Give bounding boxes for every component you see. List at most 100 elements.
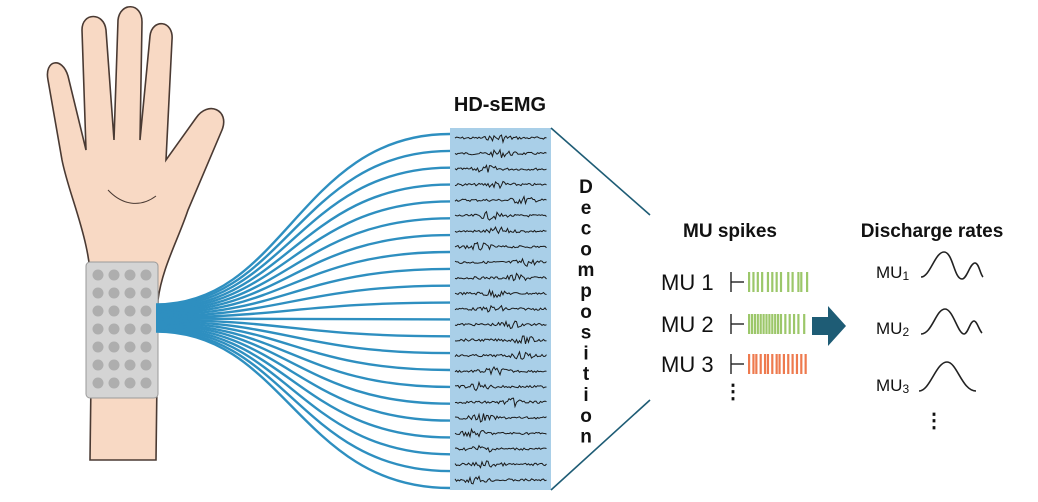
cable-line — [155, 284, 451, 318]
emg-trace — [454, 350, 547, 360]
emg-trace — [454, 319, 547, 330]
decomposition-letter: t — [583, 364, 590, 385]
cable-line — [155, 267, 451, 316]
cable-line — [155, 320, 451, 355]
electrode-dot — [92, 269, 104, 281]
emg-trace — [454, 397, 547, 409]
mu-spike-bar — [779, 272, 783, 292]
cable-line — [155, 329, 451, 473]
mu-spike-row: MU 3 — [661, 352, 807, 377]
electrode-grid-icon — [85, 261, 159, 399]
mu-spike-bar — [800, 272, 803, 292]
emg-trace — [454, 257, 547, 268]
emg-trace — [454, 304, 547, 313]
cable-line — [155, 318, 451, 338]
mu-spike-bar — [800, 354, 803, 374]
discharge-rate-row: MU2 — [876, 308, 983, 339]
emg-trace — [454, 444, 547, 453]
mu-spike-bar — [759, 314, 762, 334]
electrode-dot — [92, 305, 104, 317]
cable-line — [155, 325, 451, 422]
mu-spike-bar — [755, 354, 758, 374]
discharge-rate-label: MU2 — [876, 319, 909, 339]
decomposition-letter: n — [580, 427, 592, 448]
decomposition-letter: o — [580, 239, 592, 260]
discharge-rate-curve — [920, 251, 984, 280]
mu-spikes-title: MU spikes — [683, 221, 777, 242]
emg-trace — [454, 180, 547, 190]
mu-spike-bar — [787, 354, 790, 374]
emg-trace — [454, 210, 547, 221]
mu-spike-bar — [775, 272, 778, 292]
palm-crease — [107, 189, 157, 204]
cable-line — [155, 149, 451, 307]
mu-spike-bar — [750, 314, 754, 334]
electrode-dot — [108, 305, 120, 317]
electrode-dot — [108, 359, 120, 371]
cable-line — [155, 183, 451, 310]
mu-spike-row: MU 2 — [661, 312, 806, 337]
cable-line — [155, 200, 451, 311]
emg-trace — [454, 412, 547, 423]
mu-spike-bar — [763, 354, 767, 374]
discharge-rate-row: MU1 — [876, 251, 984, 283]
cable-line — [155, 166, 451, 309]
mu-spike-bar — [791, 354, 794, 374]
decomposition-letter: i — [583, 343, 588, 364]
electrode-dot — [140, 305, 152, 317]
mu-spike-bar — [784, 314, 787, 334]
electrode-dot — [140, 341, 152, 353]
decomposition-letter: o — [580, 302, 592, 323]
electrode-dot — [108, 269, 120, 281]
cable-line — [155, 233, 451, 314]
hdsemg-title: HD-sEMG — [454, 94, 546, 116]
cable-line — [155, 301, 451, 319]
electrode-dot — [140, 377, 152, 389]
emg-trace — [454, 460, 547, 469]
electrode-dot — [124, 305, 136, 317]
electrode-dot — [92, 359, 104, 371]
cable-line — [155, 327, 451, 456]
mu-spike-bar — [761, 272, 764, 292]
mu-spike-bar — [806, 272, 809, 292]
mu-spike-bar — [803, 314, 806, 334]
mu-spike-bar — [765, 314, 768, 334]
discharge-rate-curve — [918, 361, 977, 392]
mu-spike-bar — [791, 272, 794, 292]
mu-spike-bar — [775, 354, 778, 374]
decomposition-letter: c — [581, 219, 592, 240]
mu-spike-bar — [797, 314, 800, 334]
emg-trace — [454, 241, 547, 251]
decomposition-letter: e — [581, 198, 592, 219]
cable-line — [155, 317, 451, 321]
cable-line — [155, 132, 451, 306]
decomposition-letter: D — [579, 177, 593, 198]
mu-spike-bar — [771, 272, 774, 292]
mu-spike-bar — [753, 314, 756, 334]
cable-line — [155, 321, 451, 372]
mu-spikes-more: ⋮ — [723, 381, 743, 403]
electrode-dot — [124, 359, 136, 371]
discharge-rates-title: Discharge rates — [861, 221, 1004, 242]
cable-bundle-icon — [155, 132, 451, 490]
discharge-rate-label: MU1 — [876, 263, 909, 283]
mu-spike-bar — [748, 314, 751, 334]
emg-trace — [454, 272, 547, 282]
zoom-line-bottom — [550, 399, 651, 491]
electrode-dot — [140, 323, 152, 335]
cable-line — [155, 330, 451, 490]
mu-spike-bar — [795, 354, 799, 374]
electrode-dot — [124, 287, 136, 299]
decomposition-letter: s — [581, 323, 592, 344]
electrode-dot — [140, 359, 152, 371]
electrode-dot — [92, 323, 104, 335]
emg-trace — [454, 288, 547, 299]
cable-line — [155, 322, 451, 389]
mu-spike-bar — [797, 272, 800, 292]
emg-trace — [454, 366, 547, 377]
mu-spike-bar — [766, 354, 770, 374]
discharge-rate-row: MU3 — [876, 361, 977, 396]
decomposition-letter: o — [580, 406, 592, 427]
mu-spike-label: MU 3 — [661, 352, 714, 377]
